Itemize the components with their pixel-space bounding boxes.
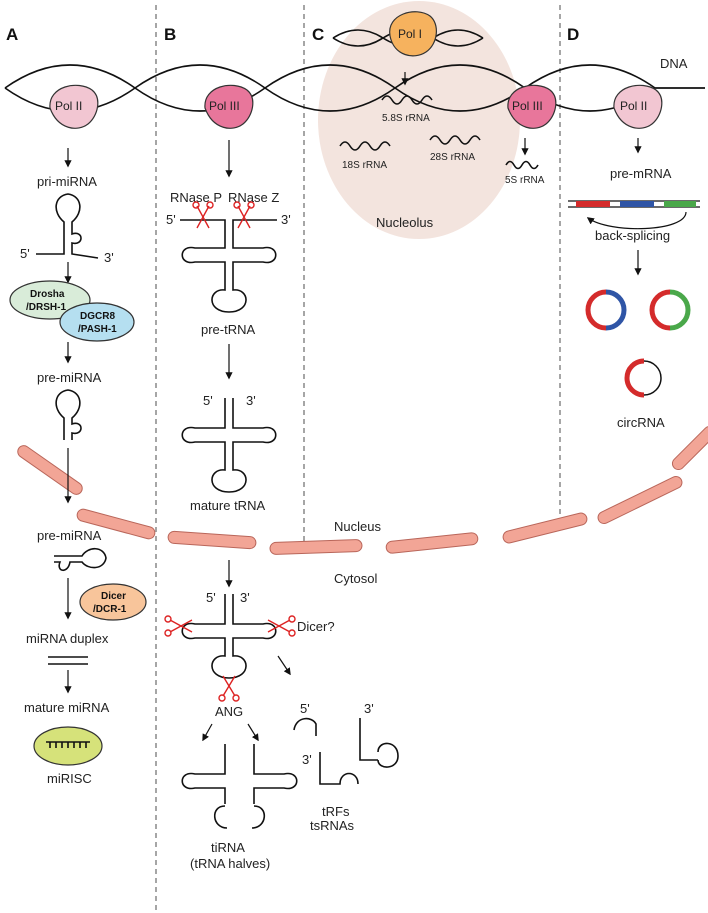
panel-label-a: A — [6, 25, 18, 44]
rrna-18s-wave — [339, 141, 391, 151]
mature-trna-label: mature tRNA — [190, 498, 265, 513]
panel-label-b: B — [164, 25, 176, 44]
trf-three-prime-b: 3' — [302, 752, 312, 767]
cytosol-label: Cytosol — [334, 571, 377, 586]
nucleolus-label: Nucleolus — [376, 215, 434, 230]
tirna-anticodon-loops — [213, 805, 266, 829]
dgcr8-label-2: /PASH-1 — [78, 324, 117, 335]
arrow-b6 — [247, 723, 259, 742]
pre-mrna-label: pre-mRNA — [610, 166, 672, 181]
tirna-5-half — [181, 744, 226, 804]
rrna-28s-label: 28S rRNA — [430, 152, 475, 163]
trf-five-prime: 5' — [300, 701, 310, 716]
pol-iii-b: Pol III — [204, 84, 254, 129]
trf-3-fragment-b — [319, 752, 359, 785]
pol-iii-c: Pol III — [507, 84, 557, 129]
pol-ii-a-label: Pol II — [55, 99, 82, 113]
nucleus-label: Nucleus — [334, 519, 381, 534]
pol-ii-d: Pol II — [613, 84, 663, 129]
pol-iii-c-label: Pol III — [512, 99, 543, 113]
mirisc-label: miRISC — [47, 771, 92, 786]
pre-trna-five-prime: 5' — [166, 212, 176, 227]
trf-5-fragment — [293, 717, 317, 736]
dicer-question-label: Dicer? — [297, 619, 335, 634]
arrow-b5 — [202, 723, 213, 742]
pri-mirna-hairpin — [36, 193, 99, 259]
rrna-5s-wave — [505, 160, 539, 170]
dicer-scissors-right-icon — [267, 615, 296, 637]
drosha-label-1: Drosha — [30, 289, 65, 300]
rrna-58s-wave — [381, 95, 433, 105]
ang-label: ANG — [215, 704, 243, 719]
pol-ii-a: Pol II — [49, 84, 99, 129]
pre-trna-three-prime: 3' — [281, 212, 291, 227]
trfs-label: tRFs — [322, 804, 350, 819]
rrna-28s-wave — [429, 135, 481, 145]
pre-mirna-label-2: pre-miRNA — [37, 528, 102, 543]
trf-three-prime-a: 3' — [364, 701, 374, 716]
pre-mirna-hairpin-2 — [54, 547, 107, 572]
dna-label: DNA — [660, 56, 688, 71]
pol-iii-b-label: Pol III — [209, 99, 240, 113]
dicer-scissors-left-icon — [164, 615, 193, 637]
pol-ii-d-label: Pol II — [620, 99, 647, 113]
rnase-p-label: RNase P — [170, 190, 222, 205]
drosha-label-2: /DRSH-1 — [26, 302, 66, 313]
pri-five-prime: 5' — [20, 246, 30, 261]
nuclear-envelope — [17, 426, 708, 555]
circrna-red-green — [649, 289, 691, 331]
dicer-label-1: Dicer — [101, 591, 126, 602]
nucleolus — [318, 1, 520, 239]
tirna-halves-label: (tRNA halves) — [190, 856, 270, 871]
rrna-58s-label: 5.8S rRNA — [382, 113, 430, 124]
panel-label-c: C — [312, 25, 324, 44]
panel-label-d: D — [567, 25, 579, 44]
tirna-label: tiRNA — [211, 840, 245, 855]
pre-mrna-transcript — [568, 200, 700, 208]
mature-trna-three-prime: 3' — [246, 393, 256, 408]
circrna-single — [624, 358, 662, 398]
circrna-red-blue — [585, 289, 627, 331]
tsrnas-label: tsRNAs — [310, 818, 355, 833]
trf-3-fragment-a — [359, 718, 399, 768]
pre-trna-label: pre-tRNA — [201, 322, 256, 337]
ang-scissors-icon — [218, 675, 240, 702]
pri-mirna-label: pri-miRNA — [37, 174, 97, 189]
pol-i-c-label: Pol I — [398, 27, 422, 41]
rrna-5s-label: 5S rRNA — [505, 175, 545, 186]
pol-i-c: Pol I — [389, 11, 437, 57]
cyto-trna-three-prime: 3' — [240, 590, 250, 605]
mature-trna — [181, 398, 277, 493]
back-splicing-label: back-splicing — [595, 228, 670, 243]
cytosol-trna — [181, 594, 277, 679]
dgcr8-complex: DGCR8 /PASH-1 — [59, 302, 135, 342]
back-splicing-arrow — [586, 211, 687, 230]
rnase-z-scissors-icon — [233, 201, 255, 229]
circrna-label: circRNA — [617, 415, 665, 430]
pre-mirna-hairpin-1 — [55, 389, 82, 440]
arrow-b4 — [277, 655, 291, 676]
rrna-18s-label: 18S rRNA — [342, 160, 387, 171]
dicer-complex: Dicer /DCR-1 — [79, 583, 147, 621]
rnase-z-label: RNase Z — [228, 190, 279, 205]
pre-trna — [180, 219, 277, 313]
dgcr8-label-1: DGCR8 — [80, 311, 115, 322]
pre-mirna-label-1: pre-miRNA — [37, 370, 102, 385]
mirna-duplex-label: miRNA duplex — [26, 631, 109, 646]
pri-three-prime: 3' — [104, 250, 114, 265]
tirna-3-half — [253, 744, 298, 804]
cyto-trna-five-prime: 5' — [206, 590, 216, 605]
mature-trna-five-prime: 5' — [203, 393, 213, 408]
mirna-duplex — [48, 656, 88, 665]
mature-mirna-label: mature miRNA — [24, 700, 110, 715]
dicer-label-2: /DCR-1 — [93, 604, 127, 615]
mirisc-complex — [33, 726, 103, 766]
rnase-p-scissors-icon — [192, 201, 214, 229]
